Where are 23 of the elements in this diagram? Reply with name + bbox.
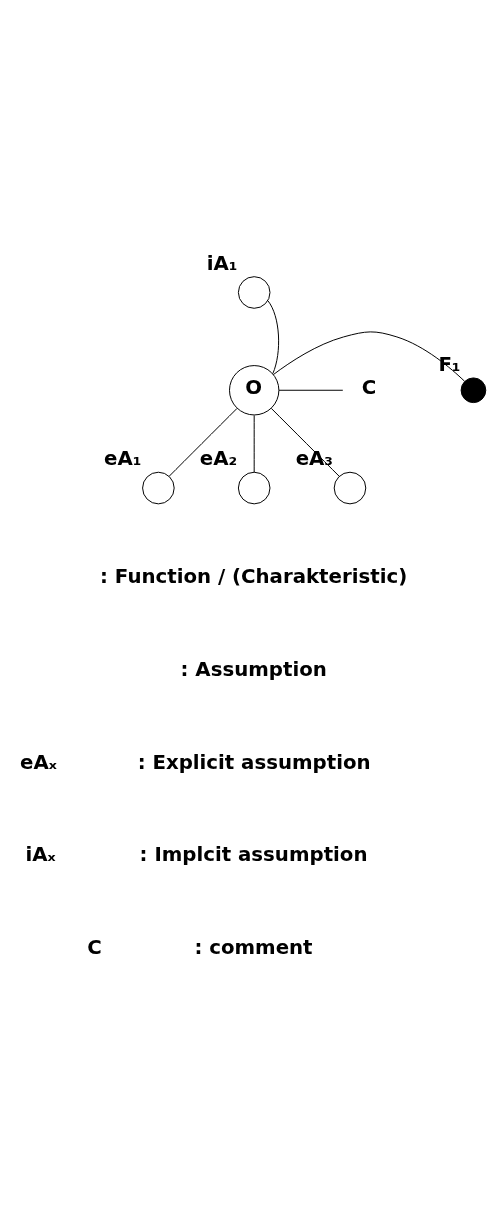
node-circle — [460, 376, 487, 403]
node-semicircle — [237, 275, 271, 309]
legend-label: : Implcit assumption — [139, 842, 368, 866]
connector — [253, 414, 255, 473]
connector — [168, 407, 238, 477]
legend-label: : Explicit assumption — [137, 750, 371, 774]
label: C — [87, 935, 102, 959]
node-label: iA₁ — [206, 251, 238, 275]
legend-label: : Assumption — [180, 657, 327, 681]
node-semicircle — [333, 471, 367, 504]
node-semicircle — [142, 471, 175, 504]
legend-label: : comment — [194, 935, 313, 959]
node-circle: O — [229, 364, 280, 415]
node-label: eA₂ — [199, 446, 238, 470]
node-label: eA₁ — [104, 446, 142, 470]
connector — [267, 299, 280, 374]
legend-label: : Function / (Charakteristic) — [100, 564, 408, 588]
connector — [278, 389, 344, 391]
label: eAₓ — [20, 750, 57, 774]
label: iAₓ — [25, 842, 56, 866]
node-text: C — [361, 375, 377, 399]
node-semicircle — [237, 471, 271, 504]
connector — [272, 330, 466, 382]
